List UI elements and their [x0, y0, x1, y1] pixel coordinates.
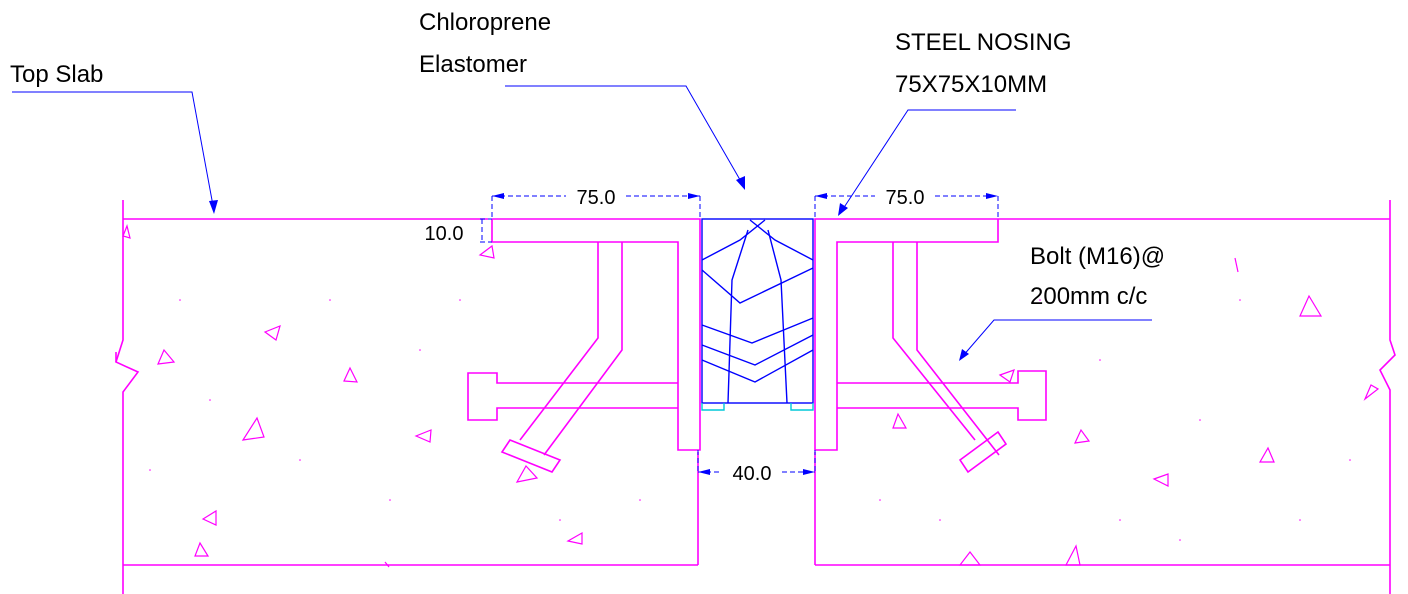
left-steel-nosing	[491, 218, 701, 451]
right-steel-nosing	[814, 218, 999, 451]
concrete-hatch	[122, 224, 1380, 566]
bolt-label-line2: 200mm c/c	[1030, 283, 1147, 310]
right-anchor-bar	[892, 242, 1008, 474]
bolt-label-line1: Bolt (M16)@	[1030, 243, 1165, 270]
gap-dimension: 40.0	[733, 463, 772, 485]
leader-arrowheads	[209, 176, 969, 361]
left-slab	[115, 200, 699, 594]
right-width-dimension: 75.0	[886, 187, 925, 209]
dimension-lines	[480, 195, 999, 473]
right-bolt	[837, 370, 1047, 421]
backer-rod	[701, 403, 814, 411]
nosing-label-line2: 75X75X10MM	[895, 71, 1047, 98]
elastomer-label-line2: Elastomer	[419, 51, 527, 78]
dimension-arrowheads	[492, 193, 998, 475]
elastomer-seal	[701, 218, 814, 404]
nosing-label-line1: STEEL NOSING	[895, 29, 1071, 56]
concrete-dots	[149, 299, 1351, 541]
left-width-dimension: 75.0	[577, 187, 616, 209]
stray-marks	[384, 257, 1239, 568]
left-bolt	[467, 372, 678, 421]
elastomer-label-line1: Chloroprene	[419, 9, 551, 36]
thickness-dimension: 10.0	[425, 223, 464, 245]
leader-lines	[12, 85, 1152, 358]
left-anchor-bar	[500, 242, 623, 473]
top-slab-label: Top Slab	[10, 61, 103, 88]
